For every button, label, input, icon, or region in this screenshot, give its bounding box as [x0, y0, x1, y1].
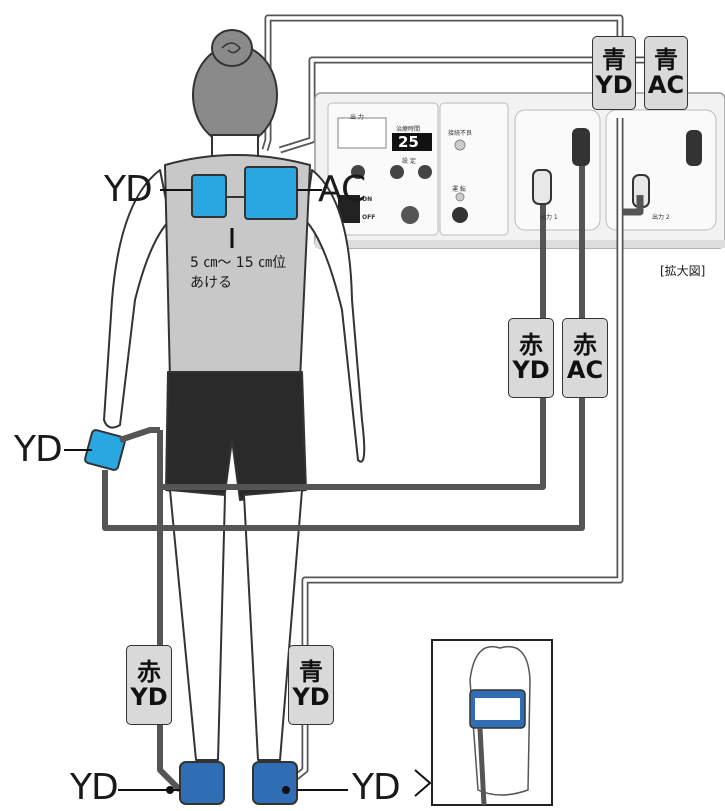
ankle-bands	[179, 761, 298, 805]
device-setting-label: 設 定	[402, 158, 416, 165]
tag-color: 赤	[573, 330, 597, 359]
device-output1-label: 出力 1	[540, 214, 558, 221]
tag-color: 赤	[519, 330, 543, 359]
tag-code: YD	[130, 683, 168, 711]
device-power-off: OFF	[362, 214, 376, 221]
tag-red-yd-leg: 赤 YD	[126, 645, 172, 725]
device-output-label: 出 力	[350, 114, 364, 121]
tag-red-ac-mid: 赤 AC	[562, 318, 608, 398]
tag-code: YD	[595, 71, 633, 99]
tag-code: YD	[292, 683, 330, 711]
back-electrodes	[191, 166, 298, 248]
device-power-on: ON	[362, 196, 373, 203]
spacing-note-line1: 5 ㎝～ 15 ㎝位	[190, 255, 287, 271]
tag-color: 青	[602, 45, 626, 74]
tag-color: 青	[654, 45, 678, 74]
tag-blue-yd-leg: 青 YD	[288, 645, 334, 725]
device-run-label: 運 転	[452, 186, 466, 193]
tag-red-yd-mid: 赤 YD	[508, 318, 554, 398]
hand-label: YD	[14, 429, 63, 470]
ankle-right-label: YD	[352, 767, 401, 808]
zoom-caption: [拡大図]	[660, 264, 706, 278]
tag-code: AC	[647, 71, 685, 99]
device-timer-label: 治療時間	[396, 126, 421, 133]
tag-blue-ac-top: 青 AC	[644, 36, 688, 110]
neck-right-label: AC	[318, 169, 366, 210]
zoom-foot	[431, 639, 553, 806]
ankle-left-label: YD	[70, 767, 119, 808]
device-timer-value: 25	[398, 133, 419, 151]
tag-color: 赤	[137, 657, 161, 686]
neck-left-label: YD	[104, 169, 153, 210]
tag-code: AC	[566, 356, 604, 384]
spacing-note-line2: あける	[190, 275, 232, 291]
device-connection-label: 接続不良	[448, 130, 473, 137]
tag-color: 青	[299, 657, 323, 686]
hand-electrode	[84, 429, 126, 471]
device-output2-label: 出力 2	[652, 214, 670, 221]
tag-blue-yd-top: 青 YD	[592, 36, 636, 110]
tag-code: YD	[512, 356, 550, 384]
device-panel	[314, 92, 725, 249]
